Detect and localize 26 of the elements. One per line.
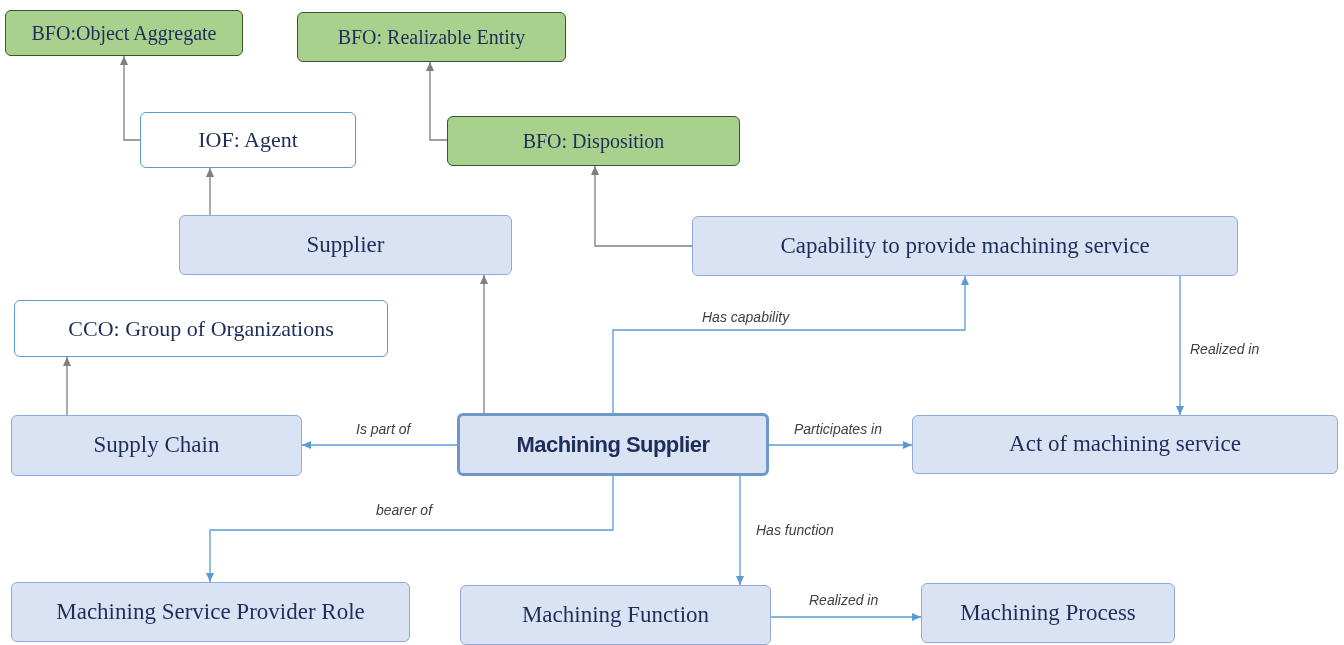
arrow (736, 475, 744, 586)
arrow (206, 167, 214, 216)
concept-box: Machining Supplier (457, 413, 769, 476)
concept-box: IOF: Agent (140, 112, 356, 168)
concept-box: BFO: Disposition (447, 116, 740, 166)
concept-box: Act of machining service (912, 415, 1338, 474)
arrow (63, 356, 71, 416)
concept-box: Machining Process (921, 583, 1175, 643)
arrow (612, 275, 969, 414)
concept-box: Machining Service Provider Role (11, 582, 410, 642)
concept-box: BFO:Object Aggregate (5, 10, 243, 56)
arrow (770, 613, 922, 621)
arrow (1176, 275, 1184, 416)
arrow (768, 441, 913, 449)
concept-box: Supply Chain (11, 415, 302, 476)
concept-box: CCO: Group of Organizations (14, 300, 388, 357)
arrow (206, 475, 614, 583)
concept-box: Machining Function (460, 585, 771, 645)
arrow (120, 55, 141, 141)
concept-box: Capability to provide machining service (692, 216, 1238, 276)
arrow (480, 274, 488, 414)
concept-box: BFO: Realizable Entity (297, 12, 566, 62)
concept-box: Supplier (179, 215, 512, 275)
arrow (301, 441, 458, 449)
arrow (426, 61, 448, 141)
arrow (591, 165, 693, 247)
